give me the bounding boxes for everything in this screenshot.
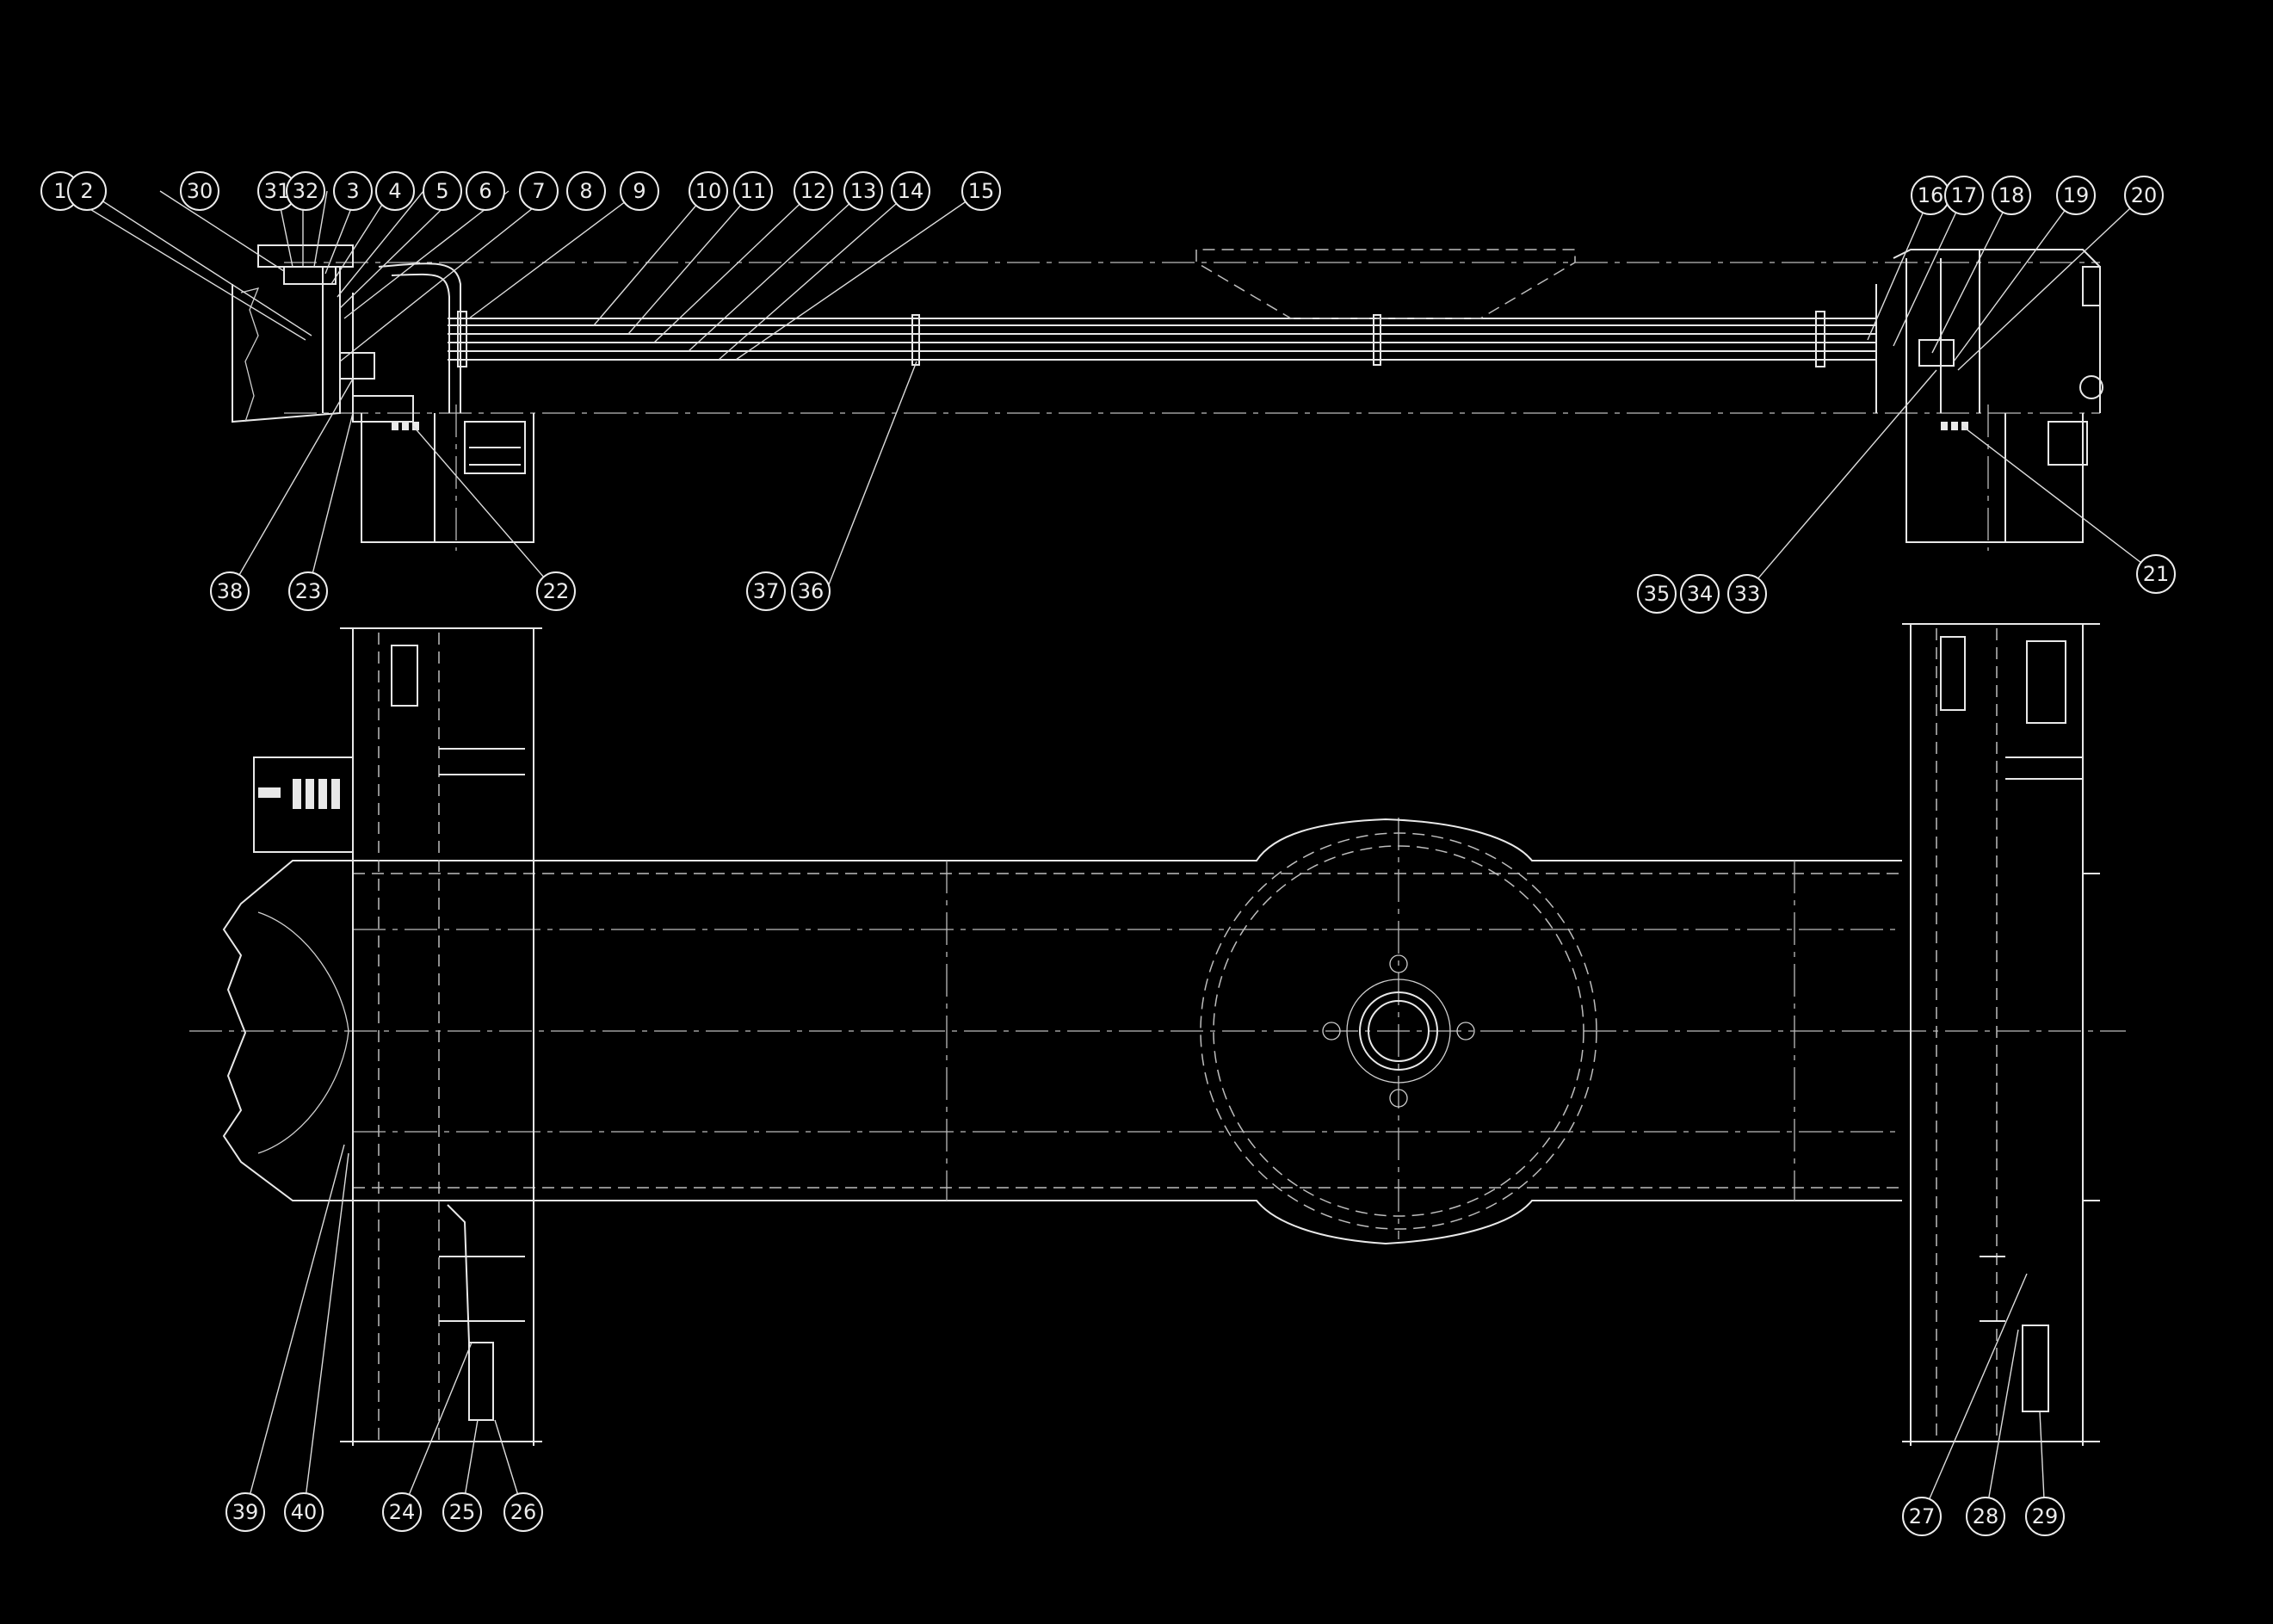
svg-text:4: 4	[388, 179, 401, 203]
svg-text:26: 26	[510, 1500, 537, 1524]
svg-text:16: 16	[1918, 183, 1944, 207]
callout-4: 4	[375, 171, 415, 211]
svg-text:18: 18	[1998, 183, 2025, 207]
svg-text:27: 27	[1909, 1504, 1936, 1528]
svg-text:2: 2	[80, 179, 93, 203]
callout-28: 28	[1966, 1497, 2005, 1536]
svg-text:40: 40	[291, 1500, 318, 1524]
svg-text:25: 25	[449, 1500, 476, 1524]
callout-7: 7	[519, 171, 559, 211]
callout-17: 17	[1944, 176, 1984, 215]
callout-38: 38	[210, 571, 250, 611]
callout-9: 9	[620, 171, 659, 211]
callout-10: 10	[689, 171, 728, 211]
svg-text:24: 24	[389, 1500, 416, 1524]
svg-text:15: 15	[968, 179, 995, 203]
svg-text:8: 8	[579, 179, 592, 203]
svg-text:22: 22	[543, 579, 570, 603]
callout-11: 11	[733, 171, 773, 211]
callout-22: 22	[536, 571, 576, 611]
callout-20: 20	[2124, 176, 2164, 215]
svg-text:6: 6	[479, 179, 491, 203]
svg-text:1: 1	[53, 179, 66, 203]
svg-text:5: 5	[435, 179, 448, 203]
callout-32: 32	[286, 171, 325, 211]
svg-text:37: 37	[753, 579, 780, 603]
leader-lines	[59, 190, 2157, 1517]
svg-text:9: 9	[633, 179, 645, 203]
callout-40: 40	[284, 1492, 324, 1532]
callout-21: 21	[2136, 554, 2176, 594]
svg-text:33: 33	[1734, 582, 1761, 606]
svg-text:19: 19	[2063, 183, 2090, 207]
callout-16: 16	[1911, 176, 1950, 215]
svg-text:3: 3	[346, 179, 359, 203]
svg-text:20: 20	[2131, 183, 2158, 207]
callout-18: 18	[1992, 176, 2031, 215]
svg-text:35: 35	[1644, 582, 1671, 606]
callout-39: 39	[225, 1492, 265, 1532]
svg-text:30: 30	[187, 179, 213, 203]
svg-text:39: 39	[232, 1500, 259, 1524]
callout-15: 15	[961, 171, 1001, 211]
svg-text:38: 38	[217, 579, 244, 603]
svg-text:17: 17	[1951, 183, 1978, 207]
callout-6: 6	[466, 171, 505, 211]
bottom-plan-view	[189, 623, 2126, 1446]
callout-2: 2	[67, 171, 107, 211]
top-elevation-view	[232, 244, 2103, 551]
svg-text:12: 12	[800, 179, 827, 203]
svg-text:21: 21	[2143, 562, 2170, 586]
callout-14: 14	[891, 171, 930, 211]
svg-text:34: 34	[1687, 582, 1714, 606]
callout-25: 25	[442, 1492, 482, 1532]
svg-text:13: 13	[850, 179, 877, 203]
callout-24: 24	[382, 1492, 422, 1532]
callout-37: 37	[746, 571, 786, 611]
callout-12: 12	[794, 171, 833, 211]
svg-text:10: 10	[695, 179, 722, 203]
callout-36: 36	[791, 571, 831, 611]
svg-text:23: 23	[295, 579, 322, 603]
callout-30: 30	[180, 171, 219, 211]
callout-29: 29	[2025, 1497, 2065, 1536]
svg-text:28: 28	[1973, 1504, 1999, 1528]
callout-5: 5	[423, 171, 462, 211]
svg-text:14: 14	[898, 179, 924, 203]
callout-27: 27	[1902, 1497, 1942, 1536]
callout-23: 23	[288, 571, 328, 611]
callout-33: 33	[1727, 574, 1767, 614]
callout-13: 13	[843, 171, 883, 211]
callout-35: 35	[1637, 574, 1677, 614]
svg-text:32: 32	[293, 179, 319, 203]
callout-3: 3	[333, 171, 373, 211]
callout-34: 34	[1680, 574, 1720, 614]
svg-text:7: 7	[532, 179, 545, 203]
callout-19: 19	[2056, 176, 2096, 215]
svg-text:29: 29	[2032, 1504, 2059, 1528]
svg-text:36: 36	[798, 579, 825, 603]
svg-text:11: 11	[740, 179, 767, 203]
callout-8: 8	[566, 171, 606, 211]
callout-26: 26	[503, 1492, 543, 1532]
